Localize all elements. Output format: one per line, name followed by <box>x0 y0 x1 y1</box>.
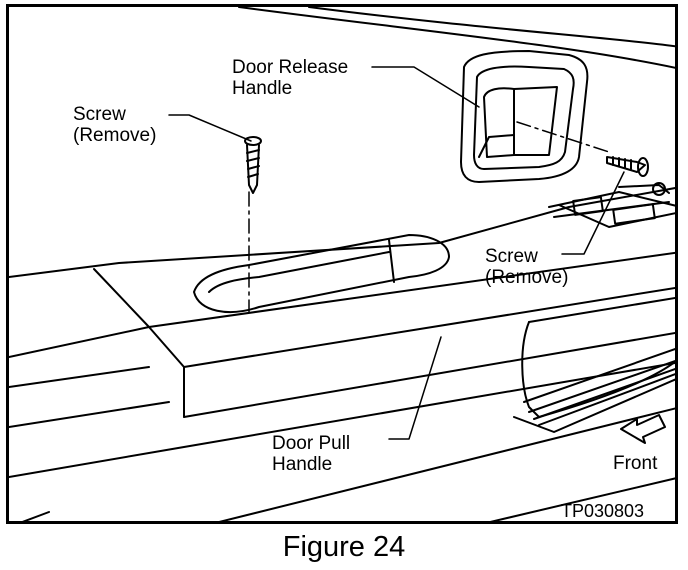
front-label: Front <box>613 453 658 474</box>
door-panel-drawing <box>9 7 675 521</box>
screw-right-label: Screw (Remove) <box>485 246 569 288</box>
screw-top-icon <box>244 136 262 194</box>
door-release-bezel <box>460 50 589 183</box>
screw-right-icon <box>606 156 649 177</box>
figure-caption: Figure 24 <box>282 531 406 563</box>
door-release-handle-label: Door Release Handle <box>232 57 349 99</box>
illustration-frame: Door Release Handle Screw (Remove) Screw… <box>6 4 678 524</box>
pull-cup <box>193 234 450 313</box>
door-pull-handle-label: Door Pull Handle <box>272 433 351 475</box>
figure-code: TP030803 <box>561 501 645 521</box>
front-arrow-icon <box>620 414 666 444</box>
screw-top-label: Screw (Remove) <box>73 104 157 146</box>
